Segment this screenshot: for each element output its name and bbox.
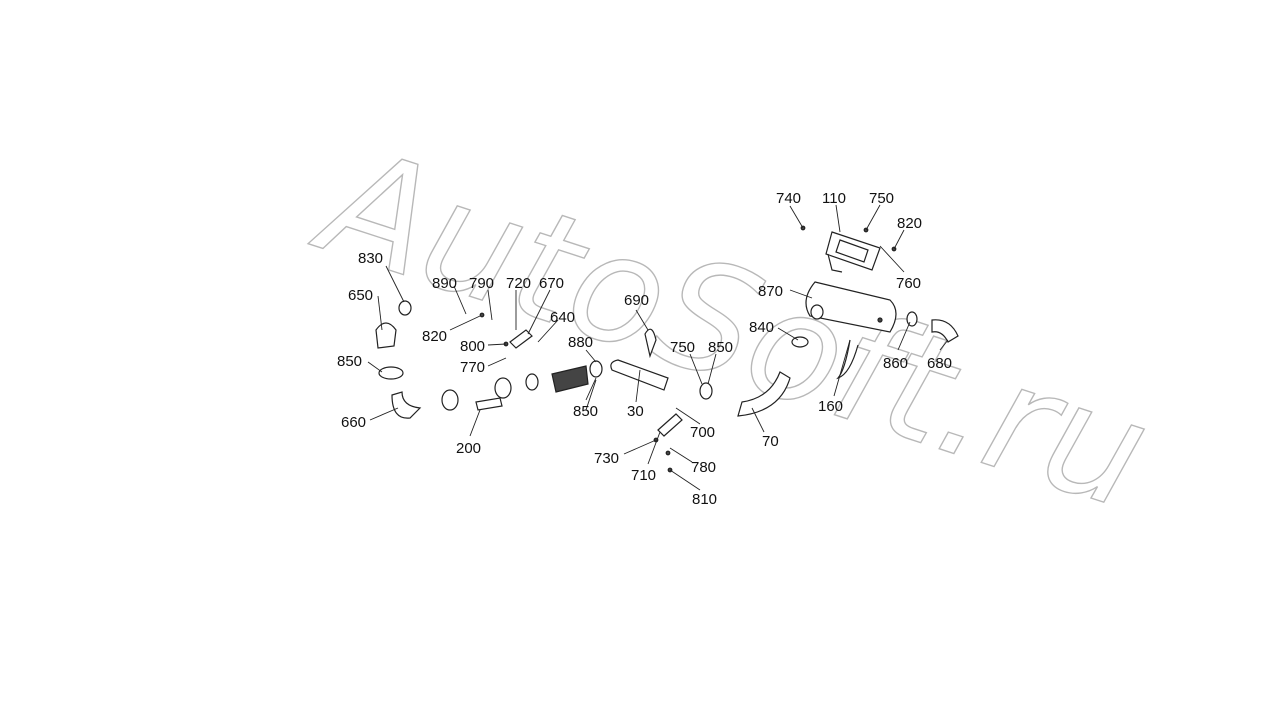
ring-left-flex [525, 373, 539, 391]
callout-780: 780 [691, 459, 716, 476]
callout-800: 800 [460, 338, 485, 355]
callout-770: 770 [460, 359, 485, 376]
bracket-110 [825, 231, 881, 273]
callout-750-mid: 750 [670, 339, 695, 356]
callout-640: 640 [550, 309, 575, 326]
clamp-850-left [378, 366, 404, 380]
callout-700: 700 [690, 424, 715, 441]
callout-870: 870 [758, 283, 783, 300]
callout-730: 730 [594, 450, 619, 467]
callout-labels: 740 110 750 820 760 870 840 860 680 160 … [337, 190, 952, 508]
muffler-870 [805, 281, 897, 333]
ring-860 [906, 311, 918, 327]
callout-200: 200 [456, 440, 481, 457]
leader-lines [367, 204, 949, 491]
callout-880: 880 [568, 334, 593, 351]
elbow-650 [375, 322, 397, 349]
clamp-850-right [699, 382, 713, 400]
strap-160 [836, 339, 859, 380]
clamp-840 [791, 336, 809, 348]
clamp-850-middle [441, 389, 459, 411]
callout-720: 720 [506, 275, 531, 292]
callout-850-right: 850 [708, 339, 733, 356]
callout-750-top: 750 [869, 190, 894, 207]
callout-70: 70 [762, 433, 779, 450]
callout-810: 810 [692, 491, 717, 508]
callout-740: 740 [776, 190, 801, 207]
callout-160: 160 [818, 398, 843, 415]
callout-840: 840 [749, 319, 774, 336]
callout-650: 650 [348, 287, 373, 304]
callout-890: 890 [432, 275, 457, 292]
tailpipe-680 [931, 319, 959, 343]
bracket-670 [509, 329, 533, 349]
bracket-710 [657, 413, 683, 437]
callout-690: 690 [624, 292, 649, 309]
callout-760: 760 [896, 275, 921, 292]
callout-790: 790 [469, 275, 494, 292]
callout-710: 710 [631, 467, 656, 484]
callout-850-left: 850 [337, 353, 362, 370]
flex-pipe-880 [551, 360, 603, 393]
pipe-70 [737, 371, 791, 417]
callout-110: 110 [822, 190, 846, 207]
callout-850-mid: 850 [573, 403, 598, 420]
bracket-200 [475, 397, 503, 411]
callout-860: 860 [883, 355, 908, 372]
callout-680: 680 [927, 355, 952, 372]
callout-820-top: 820 [897, 215, 922, 232]
clamp-830 [398, 300, 412, 316]
callout-30: 30 [627, 403, 644, 420]
callout-670: 670 [539, 275, 564, 292]
callout-820-left: 820 [422, 328, 447, 345]
shield-690 [644, 328, 657, 359]
callout-660: 660 [341, 414, 366, 431]
flange-center [494, 377, 512, 399]
callout-830: 830 [358, 250, 383, 267]
elbow-660 [391, 391, 422, 419]
